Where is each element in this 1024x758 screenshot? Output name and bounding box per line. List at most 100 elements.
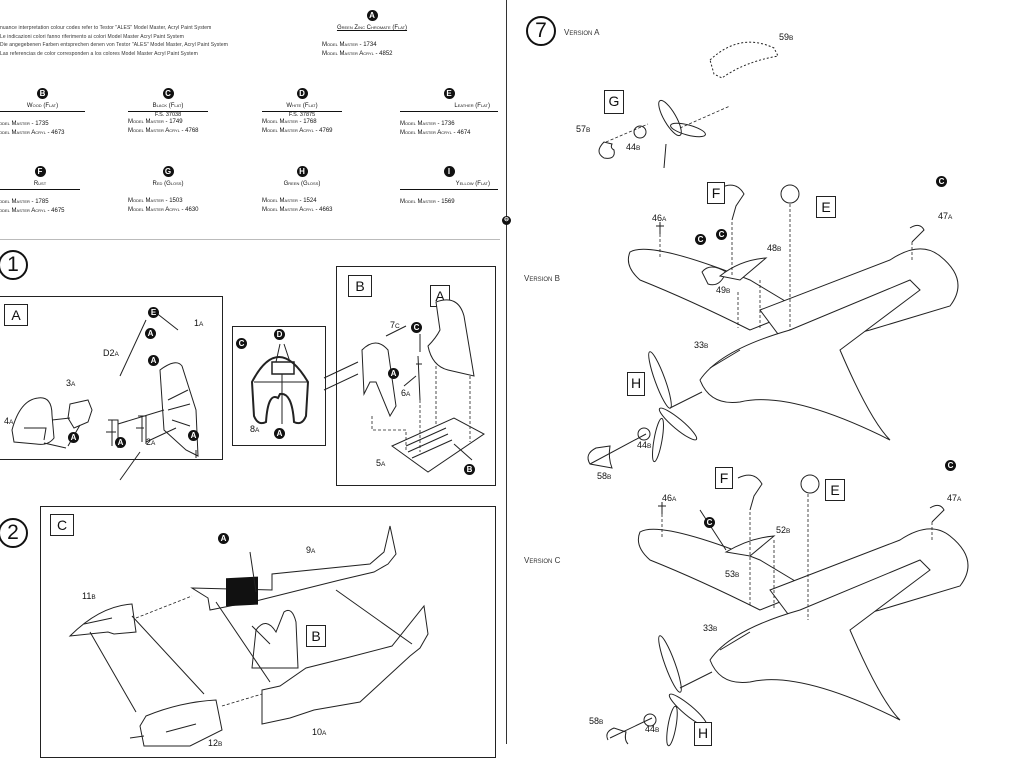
part-label: 48B — [767, 243, 782, 253]
part-label: 44B — [637, 440, 652, 450]
paint-ref-h: H — [627, 372, 645, 396]
part-label: 10A — [312, 727, 327, 737]
color-name: Red (Gloss) — [152, 181, 184, 187]
part-label: 4A — [4, 416, 14, 426]
part-label: 58B — [597, 471, 612, 481]
color-code: Model Master - 1736 — [400, 121, 455, 127]
version-a-drawing — [598, 41, 779, 169]
part-label: 49B — [716, 285, 731, 295]
part-label: 2A — [146, 437, 156, 447]
color-name: Rust — [0, 181, 80, 190]
color-callout: C — [936, 176, 947, 187]
color-code: Model Master Acryl - 4852 — [322, 51, 393, 57]
cockpit-floor-drawing — [361, 299, 485, 473]
intro-line: Le indicazioni colori fanno riferimento … — [0, 33, 185, 40]
part-label: 33B — [694, 340, 709, 350]
color-fs-number: F.S. 37875 — [288, 112, 316, 118]
color-code: Model Master - 1768 — [262, 119, 317, 125]
color-code: Model Master Acryl - 4769 — [262, 128, 333, 134]
color-swatch-a: A Green Zinc Chromate (Flat) Model Maste… — [322, 10, 422, 59]
part-label: 44B — [645, 724, 660, 734]
color-code: Model Master Acryl - 4675 — [0, 208, 65, 214]
legend-divider — [0, 239, 500, 240]
part-label: 12B — [208, 738, 223, 748]
part-label: 33B — [703, 623, 718, 633]
paint-ref-f: F — [707, 182, 725, 204]
subassembly-label-b: B — [348, 275, 372, 297]
color-code: Model Master - 1735 — [0, 121, 49, 127]
color-callout: C — [695, 234, 706, 245]
color-code: Model Master Acryl - 4768 — [128, 128, 199, 134]
part-label: 52B — [776, 525, 791, 535]
color-badge: C — [162, 88, 174, 99]
part-label: 8A — [250, 424, 260, 434]
color-swatch-d: D White (Flat) F.S. 37875 Model Master -… — [262, 88, 342, 136]
part-label: 59B — [779, 32, 794, 42]
step-number-7: 7 — [526, 16, 556, 46]
color-code: Model Master Acryl - 4673 — [0, 130, 65, 136]
color-badge: D — [296, 88, 308, 99]
color-code: Model Master - 1749 — [128, 119, 183, 125]
version-c-label: Version C — [524, 556, 561, 565]
color-badge: A — [366, 10, 378, 21]
color-callout: C — [704, 517, 715, 528]
step-number-1: 1 — [0, 250, 28, 280]
color-badge: F — [34, 166, 46, 177]
color-callout: D — [274, 329, 285, 340]
step1-detail-inset — [232, 326, 326, 446]
color-callout: C — [236, 338, 247, 349]
color-swatch-h: H Green (Gloss) Model Master - 1524 Mode… — [262, 166, 342, 215]
page-divider — [506, 0, 507, 744]
part-label: 1A — [194, 318, 204, 328]
color-name: White (Flat) — [262, 103, 342, 112]
color-name: Yellow (Flat) — [400, 181, 498, 190]
color-callout: C — [411, 322, 422, 333]
color-callout: A — [188, 430, 199, 441]
subassembly-label-c: C — [50, 514, 74, 536]
color-callout: A — [68, 432, 79, 443]
color-badge: G — [162, 166, 174, 177]
step-number-2: 2 — [0, 518, 28, 548]
intro-line: Las referencias de color corresponden a … — [0, 50, 198, 57]
version-c-aircraft-drawing — [606, 474, 969, 747]
color-code: Model Master Acryl - 4630 — [128, 207, 199, 213]
version-b-label: Version B — [524, 274, 560, 283]
color-badge: E — [443, 88, 455, 99]
registration-mark-icon: ⊖ — [502, 216, 511, 225]
color-swatch-g: G Red (Gloss) Model Master - 1503 Model … — [128, 166, 208, 215]
color-callout: A — [388, 368, 399, 379]
headrest-detail-drawing — [250, 343, 359, 425]
part-label: 6A — [401, 388, 411, 398]
subassembly-ref-b: B — [306, 625, 326, 647]
part-label: 53B — [725, 569, 740, 579]
color-code: Model Master - 1524 — [262, 198, 317, 204]
part-label: 44B — [626, 142, 641, 152]
part-label: 57B — [576, 124, 591, 134]
part-label: 46A — [662, 493, 677, 503]
color-callout: A — [218, 533, 229, 544]
color-code: Model Master - 1734 — [322, 42, 377, 48]
color-swatch-e: E Leather (Flat) Model Master - 1736 Mod… — [400, 88, 498, 138]
fuselage-assembly-drawing — [68, 525, 429, 747]
color-name: Wood (Flat) — [0, 103, 85, 112]
color-callout: B — [464, 464, 475, 475]
color-name: Black (Flat) — [128, 103, 208, 112]
color-swatch-f: F Rust Model Master - 1785 Model Master … — [0, 166, 80, 216]
color-badge: I — [443, 166, 455, 177]
color-callout: C — [945, 460, 956, 471]
color-code: Model Master - 1503 — [128, 198, 183, 204]
color-callout: E — [148, 307, 159, 318]
part-label: 58B — [589, 716, 604, 726]
color-name: Green (Gloss) — [283, 181, 321, 187]
part-label: 46A — [652, 213, 667, 223]
color-fs-number: F.S. 37038 — [154, 112, 182, 118]
part-label: 3A — [66, 378, 76, 388]
intro-line: nuance interpretation colour codes refer… — [0, 25, 212, 31]
intro-line: Die angegebenen Farben entsprechen denen… — [0, 42, 228, 48]
color-code: Model Master Acryl - 4663 — [262, 207, 333, 213]
color-callout: A — [148, 355, 159, 366]
paint-ref-f: F — [715, 467, 733, 489]
color-swatch-i: I Yellow (Flat) Model Master - 1569 — [400, 166, 498, 207]
part-label: 5A — [376, 458, 386, 468]
color-callout: A — [115, 437, 126, 448]
